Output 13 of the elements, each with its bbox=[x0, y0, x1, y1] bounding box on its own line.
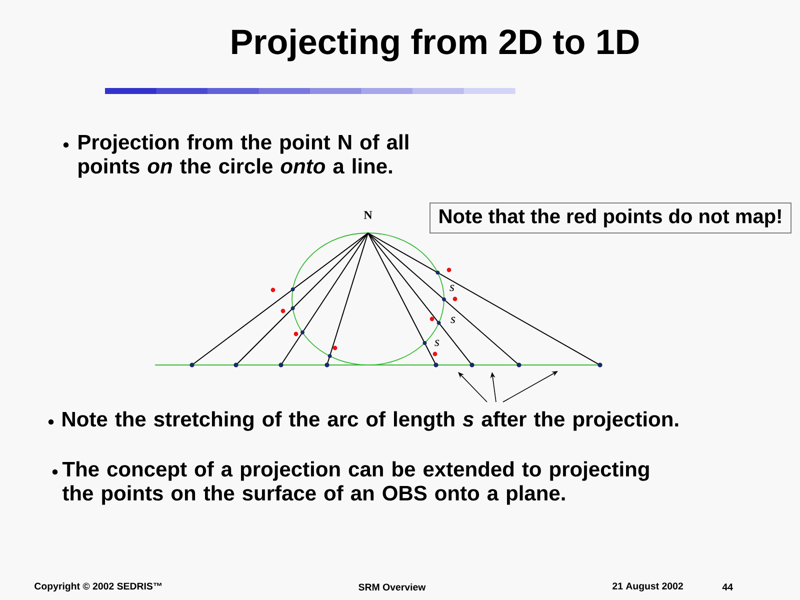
point-label: N bbox=[364, 211, 372, 219]
arc-length-label: s bbox=[434, 340, 440, 346]
footer-text: 44 bbox=[722, 584, 733, 590]
note-box: Note that the red points do not map! bbox=[430, 202, 792, 234]
bullet-text: Note the stretching of the arc of length s after the projection. bbox=[62, 411, 678, 431]
arc-length-label: s bbox=[450, 284, 454, 292]
footer-text: SRM Overview bbox=[358, 583, 426, 591]
footer-text: 21 August 2002 bbox=[612, 582, 683, 592]
arc-length-label: s bbox=[450, 316, 456, 324]
footer-text: Copyright © 2002 SEDRIS™ bbox=[34, 582, 162, 592]
bullet-text: The concept of a projection can be extended to projecting the points on the surface of an OBS onto a plane. bbox=[62, 461, 649, 505]
bullet-text: Projection from the point N of all points on the circle onto a line. bbox=[78, 134, 408, 178]
slide-title: Projecting from 2D to 1D bbox=[232, 28, 639, 62]
